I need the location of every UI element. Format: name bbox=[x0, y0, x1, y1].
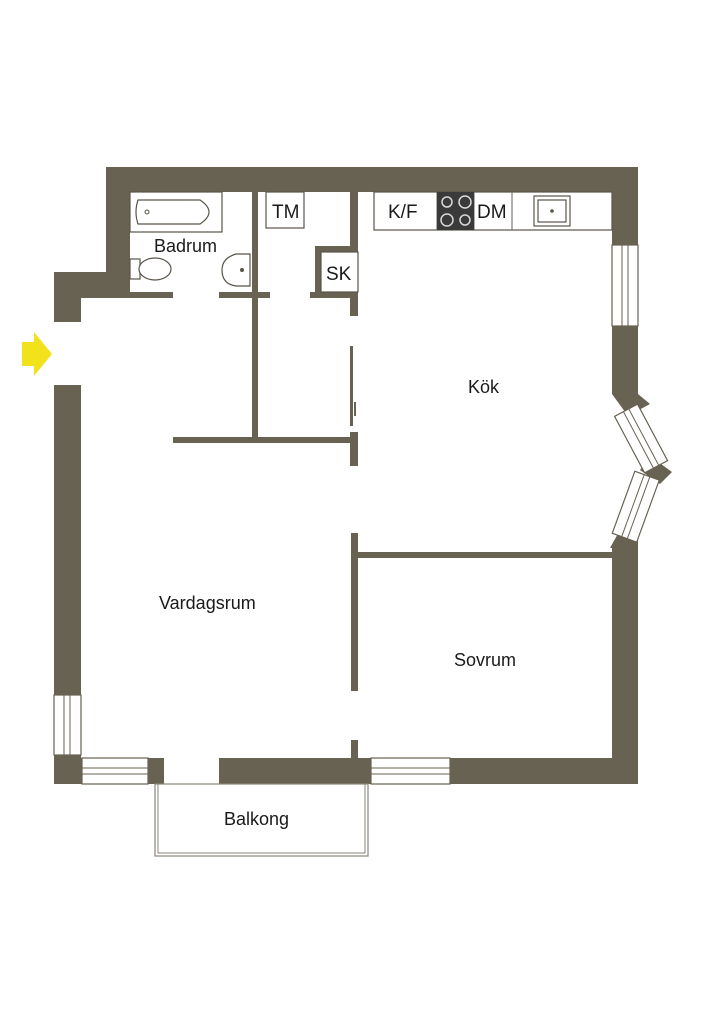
fixture-label-sk: SK bbox=[326, 264, 352, 285]
washbasin-icon bbox=[221, 253, 251, 287]
tm-box bbox=[265, 191, 305, 229]
room-label-kok: Kök bbox=[468, 377, 500, 397]
room-label-sovrum: Sovrum bbox=[454, 650, 516, 670]
stove-icon bbox=[437, 192, 474, 230]
fixture-label-tm: TM bbox=[272, 202, 299, 223]
windows bbox=[53, 244, 669, 785]
interior-walls bbox=[130, 192, 615, 760]
toilet-icon bbox=[129, 257, 172, 281]
bathtub-icon bbox=[129, 191, 223, 233]
outer-walls bbox=[54, 167, 672, 784]
kitchen-counter bbox=[373, 191, 613, 231]
fixture-label-dm: DM bbox=[477, 202, 507, 223]
kitchen-sink-icon bbox=[533, 195, 571, 227]
room-label-vardagsrum: Vardagsrum bbox=[159, 593, 256, 613]
room-label-balkong: Balkong bbox=[224, 809, 289, 829]
balcony-outline bbox=[154, 783, 369, 857]
entrance-arrow-icon bbox=[22, 332, 52, 376]
sk-box bbox=[320, 251, 359, 293]
fixture-label-kf: K/F bbox=[388, 202, 418, 223]
room-label-badrum: Badrum bbox=[154, 236, 217, 256]
